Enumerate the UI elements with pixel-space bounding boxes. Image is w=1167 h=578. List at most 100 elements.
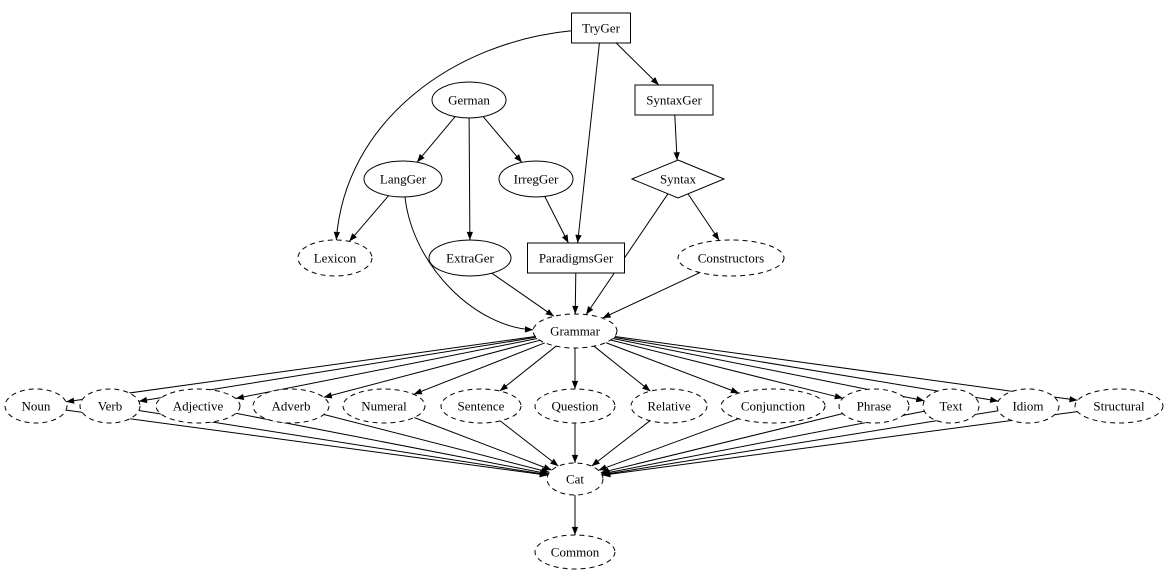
edge-Sentence-Cat xyxy=(499,420,559,467)
node-TryGer: TryGer xyxy=(571,12,631,44)
node-Numeral-shape xyxy=(342,388,426,424)
edge-Grammar-Relative xyxy=(593,345,651,392)
node-Phrase-label: Phrase xyxy=(857,399,892,414)
node-Adverb-shape xyxy=(252,388,330,424)
node-Cat-label: Cat xyxy=(566,472,584,487)
edge-Structural-Cat xyxy=(602,411,1078,478)
node-Relative-label: Relative xyxy=(647,399,691,414)
node-Syntax-label: Syntax xyxy=(660,172,697,187)
node-Syntax-shape xyxy=(630,159,726,199)
edge-Relative-Cat xyxy=(591,420,651,467)
node-Numeral: Numeral xyxy=(342,388,426,424)
node-Cat-shape xyxy=(546,462,604,496)
node-IrregGer-shape xyxy=(498,160,574,198)
node-Text: Text xyxy=(922,388,980,424)
node-Structural-label: Structural xyxy=(1093,399,1145,414)
edge-Grammar-Conjunction xyxy=(605,342,740,394)
node-ParadigmsGer: ParadigmsGer xyxy=(527,242,625,274)
node-Adverb-label: Adverb xyxy=(272,399,311,414)
edge-German-ExtraGer xyxy=(466,117,473,241)
edge-Noun-Cat xyxy=(66,409,548,478)
edge-TryGer-ParadigmsGer xyxy=(575,42,600,244)
node-Common: Common xyxy=(534,534,616,570)
edge-SyntaxGer-Syntax xyxy=(673,114,680,161)
node-TryGer-label: TryGer xyxy=(582,21,620,36)
edges-layer xyxy=(65,30,1078,535)
node-Grammar-shape xyxy=(532,313,618,349)
edge-Grammar-Noun xyxy=(65,336,536,404)
node-Adverb: Adverb xyxy=(252,388,330,424)
node-ExtraGer-label: ExtraGer xyxy=(446,251,494,266)
node-Text-label: Text xyxy=(940,399,963,414)
node-Structural: Structural xyxy=(1074,388,1164,424)
edge-Grammar-Adverb xyxy=(323,339,540,399)
node-Conjunction-label: Conjunction xyxy=(741,399,806,414)
node-Phrase-shape xyxy=(838,388,910,424)
edge-Numeral-Cat xyxy=(413,417,552,471)
edge-Syntax-Constructors xyxy=(687,193,720,241)
edge-TryGer-Lexicon xyxy=(333,30,572,241)
node-Sentence-shape xyxy=(440,388,522,424)
edge-Constructors-Grammar xyxy=(602,272,701,319)
node-Constructors: Constructors xyxy=(677,239,785,277)
node-Idiom-label: Idiom xyxy=(1012,399,1043,414)
node-IrregGer: IrregGer xyxy=(498,160,574,198)
node-Conjunction-shape xyxy=(720,388,826,424)
node-Structural-shape xyxy=(1074,388,1164,424)
edge-IrregGer-ParadigmsGer xyxy=(544,196,569,244)
node-Verb: Verb xyxy=(79,388,141,424)
edge-Grammar-Idiom xyxy=(613,336,999,403)
node-Cat: Cat xyxy=(546,462,604,496)
node-LangGer-shape xyxy=(363,160,443,198)
node-Adjective: Adjective xyxy=(155,388,241,424)
edge-Grammar-Structural xyxy=(614,336,1078,403)
node-ExtraGer-shape xyxy=(428,239,512,277)
edge-LangGer-Lexicon xyxy=(348,195,389,242)
node-German-label: German xyxy=(448,93,490,108)
edge-Grammar-Sentence xyxy=(499,345,557,392)
node-Verb-label: Verb xyxy=(98,399,123,414)
node-Constructors-label: Constructors xyxy=(698,251,764,266)
edge-Idiom-Cat xyxy=(601,410,999,477)
edge-Adverb-Cat xyxy=(323,414,550,474)
edge-Grammar-Numeral xyxy=(413,342,546,395)
node-Constructors-shape xyxy=(677,239,785,277)
node-ParadigmsGer-shape xyxy=(527,242,625,274)
edge-Conjunction-Cat xyxy=(598,418,739,471)
node-SyntaxGer: SyntaxGer xyxy=(634,84,714,116)
node-ParadigmsGer-label: ParadigmsGer xyxy=(539,251,614,266)
node-Grammar: Grammar xyxy=(532,313,618,349)
node-SyntaxGer-label: SyntaxGer xyxy=(646,93,702,108)
node-Text-shape xyxy=(922,388,980,424)
node-Adjective-label: Adjective xyxy=(173,399,224,414)
edge-Syntax-Grammar xyxy=(585,193,669,315)
edge-Grammar-Phrase xyxy=(610,339,844,400)
node-Conjunction: Conjunction xyxy=(720,388,826,424)
edge-German-LangGer xyxy=(416,116,456,163)
node-IrregGer-label: IrregGer xyxy=(514,172,559,187)
edge-LangGer-Grammar xyxy=(404,196,534,333)
node-Common-shape xyxy=(534,534,616,570)
edge-German-IrregGer xyxy=(482,116,523,163)
node-LangGer: LangGer xyxy=(363,160,443,198)
node-Relative-shape xyxy=(630,388,708,424)
node-Noun: Noun xyxy=(4,388,68,424)
node-Phrase: Phrase xyxy=(838,388,910,424)
node-Lexicon: Lexicon xyxy=(297,239,373,277)
node-Noun-shape xyxy=(4,388,68,424)
node-ExtraGer: ExtraGer xyxy=(428,239,512,277)
node-Noun-label: Noun xyxy=(22,399,51,414)
node-Common-label: Common xyxy=(551,545,600,560)
edge-ParadigmsGer-Grammar xyxy=(572,272,579,315)
edge-Phrase-Cat xyxy=(600,413,843,474)
node-Question-shape xyxy=(534,388,616,424)
node-Lexicon-shape xyxy=(297,239,373,277)
node-Lexicon-label: Lexicon xyxy=(314,251,357,266)
node-Question: Question xyxy=(534,388,616,424)
edge-TryGer-SyntaxGer xyxy=(615,42,660,86)
node-LangGer-label: LangGer xyxy=(380,172,427,187)
node-German-shape xyxy=(431,81,507,119)
